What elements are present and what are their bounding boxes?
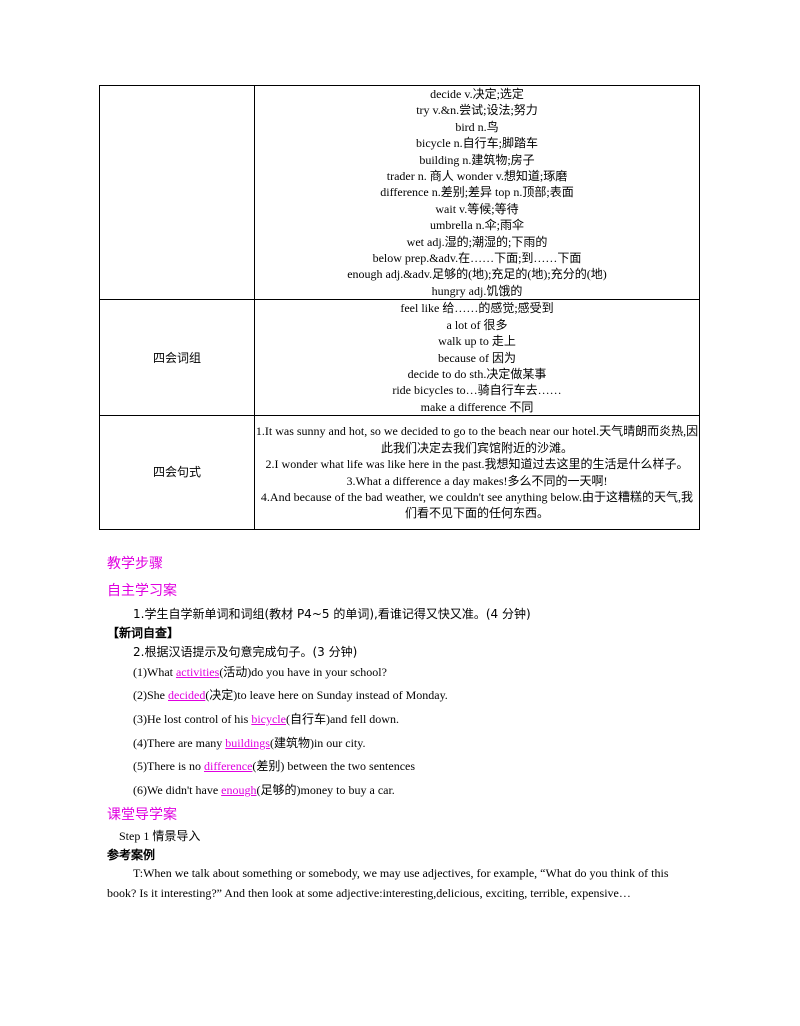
row-label: 四会句式: [99, 415, 255, 531]
phrase-line: because of 因为: [438, 350, 516, 365]
word-line: wet adj.湿的;潮湿的;下雨的: [406, 234, 548, 249]
word-line: bicycle n.自行车;脚踏车: [416, 136, 538, 151]
step1-text: Step 1 情景导入: [119, 829, 201, 843]
exercise-item: (6)We didn't have enough(足够的)money to bu…: [133, 783, 395, 797]
table-row: decide v.决定;选定 try v.&n.尝试;设法;努力 bird n.…: [99, 84, 700, 301]
vocabulary-table: decide v.决定;选定 try v.&n.尝试;设法;努力 bird n.…: [99, 84, 700, 531]
sentence-line: 2.I wonder what life was like here in th…: [265, 457, 689, 472]
word-line: wait v.等候;等待: [435, 201, 519, 216]
sentence-line: 3.What a difference a day makes!多么不同的一天啊…: [346, 473, 608, 488]
task1-text: 1.学生自学新单词和词组(教材 P4~5 的单词),看谁记得又快又准。(4 分钟…: [133, 607, 531, 621]
word-line: bird n.鸟: [455, 119, 499, 134]
word-line: umbrella n.伞;雨伞: [430, 218, 524, 233]
answer-blank: buildings: [225, 736, 270, 750]
exercise-item: (3)He lost control of his bicycle(自行车)an…: [133, 712, 399, 726]
phrase-line: walk up to 走上: [438, 334, 516, 349]
phrase-line: feel like 给……的感觉;感受到: [400, 301, 554, 316]
word-line: hungry adj.饥饿的: [431, 283, 523, 298]
answer-blank: decided: [168, 688, 206, 702]
exercise-item: (4)There are many buildings(建筑物)in our c…: [133, 736, 366, 750]
answer-blank: enough: [221, 783, 257, 797]
answer-blank: activities: [175, 665, 220, 679]
sentences-cell: 1.It was sunny and hot, so we decided to…: [254, 415, 700, 531]
example-label: 参考案例: [107, 848, 156, 862]
sentence-line: 1.It was sunny and hot, so we decided to…: [255, 424, 699, 455]
word-line: difference n.差别;差异 top n.顶部;表面: [380, 185, 574, 200]
word-line: enough adj.&adv.足够的(地);充足的(地);充分的(地): [347, 267, 607, 282]
phrase-line: a lot of 很多: [446, 317, 508, 332]
sentence-line: 4.And because of the bad weather, we cou…: [260, 490, 694, 521]
table-row: 四会词组 feel like 给……的感觉;感受到 a lot of 很多 wa…: [99, 299, 700, 417]
exercise-item: (5)There is no difference(差别) between th…: [133, 759, 416, 773]
exercise-item: (2)She decided(决定)to leave here on Sunda…: [133, 688, 448, 702]
word-line: try v.&n.尝试;设法;努力: [416, 103, 538, 118]
teacher-text: T:When we talk about something or somebo…: [107, 866, 669, 900]
answer-blank: difference: [203, 759, 253, 773]
phrase-line: ride bicycles to…骑自行车去……: [392, 383, 562, 398]
word-line: decide v.决定;选定: [430, 87, 524, 101]
heading-classroom: 课堂导学案: [107, 807, 177, 823]
heading-teaching-steps: 教学步骤: [107, 556, 163, 572]
word-line: trader n. 商人 wonder v.想知道;琢磨: [386, 169, 568, 184]
table-row: 四会句式 1.It was sunny and hot, so we decid…: [99, 415, 700, 531]
words-cell: decide v.决定;选定 try v.&n.尝试;设法;努力 bird n.…: [254, 84, 700, 301]
row-label: 四会词组: [99, 299, 255, 417]
word-line: below prep.&adv.在……下面;到……下面: [372, 251, 582, 266]
phrase-line: decide to do sth.决定做某事: [407, 366, 547, 381]
phrases-cell: feel like 给……的感觉;感受到 a lot of 很多 walk up…: [254, 299, 700, 417]
answer-blank: bicycle: [251, 712, 286, 726]
phrase-line: make a difference 不同: [420, 399, 534, 414]
section-label: 【新词自查】: [107, 626, 180, 640]
task2-text: 2.根据汉语提示及句意完成句子。(3 分钟): [133, 645, 358, 659]
word-line: building n.建筑物;房子: [419, 152, 535, 167]
row-label: [99, 84, 255, 301]
heading-self-study: 自主学习案: [107, 583, 177, 599]
exercise-item: (1)What activities(活动)do you have in you…: [133, 665, 387, 679]
